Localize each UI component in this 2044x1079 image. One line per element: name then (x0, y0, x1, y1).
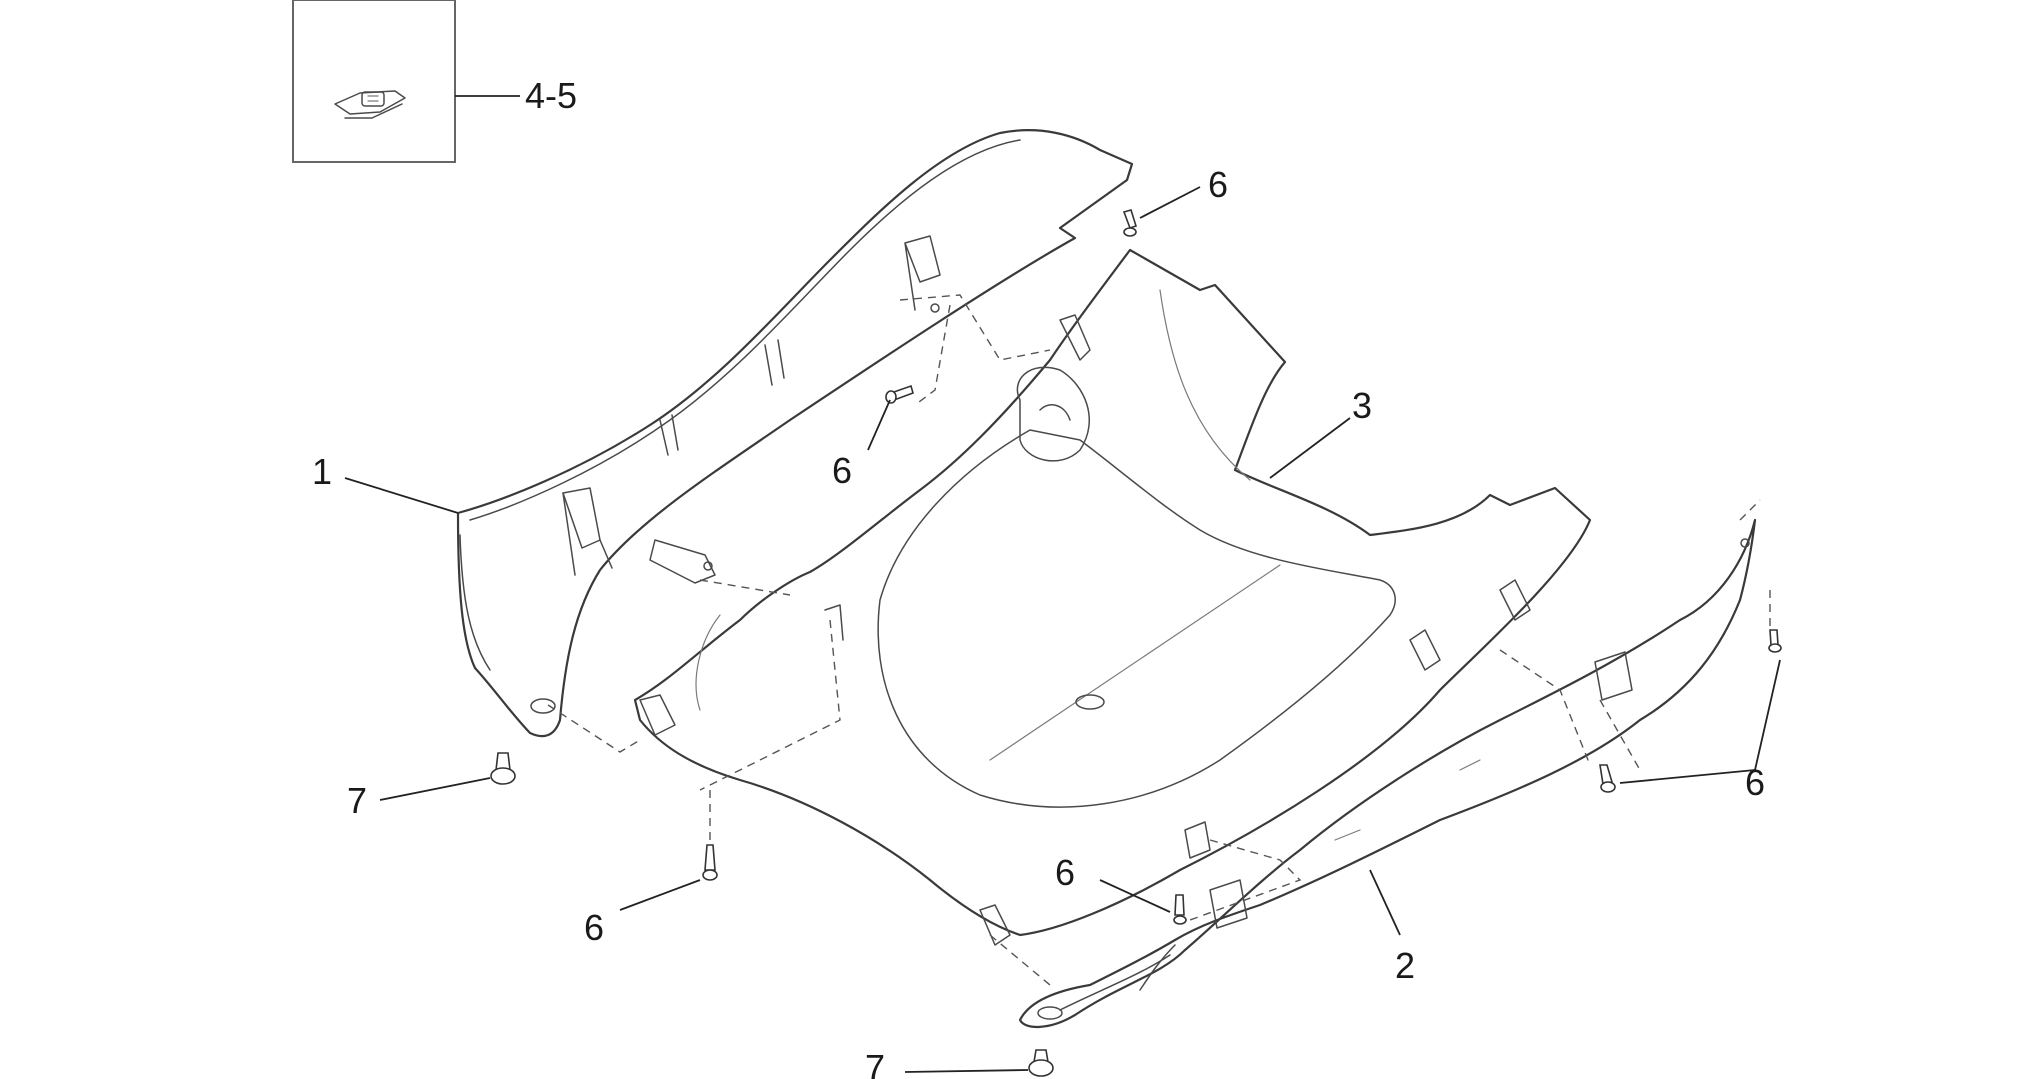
clip-nut-icon (334, 90, 406, 119)
callout-labels: 1 3 2 6 6 6 6 6 7 7 (312, 164, 1765, 1079)
callout-6-top: 6 (1208, 164, 1228, 205)
screw-icon-6-right-b (1768, 629, 1782, 653)
push-rivet-icon-7-left (490, 752, 516, 785)
screw-icon-6-top (1122, 209, 1137, 237)
screw-icon-6-lower-left (702, 844, 718, 881)
callout-7-left: 7 (347, 780, 367, 821)
callout-7-bottom: 7 (865, 1047, 885, 1079)
assembly-guide-lines (547, 294, 1771, 986)
push-rivet-icon-7-bottom (1028, 1049, 1054, 1077)
callout-2: 2 (1395, 945, 1415, 986)
part-2-right-side-panel (1018, 518, 1757, 1029)
callout-1: 1 (312, 451, 332, 492)
leader-lines (344, 186, 1781, 1073)
screw-icon-6-mid (885, 384, 914, 404)
callout-4-5: 4-5 (525, 75, 577, 116)
screw-icon-6-right-a (1599, 764, 1616, 793)
callout-6-lower-center: 6 (1055, 852, 1075, 893)
part-3-center-panel (633, 248, 1592, 946)
part-1-left-side-panel (456, 129, 1134, 738)
callout-6-lower-left: 6 (584, 907, 604, 948)
callout-3: 3 (1352, 385, 1372, 426)
callout-6-mid: 6 (832, 450, 852, 491)
detail-inset-clip: 4-5 (292, 0, 577, 163)
fasteners (490, 209, 1782, 1077)
screw-icon-6-lower-center (1173, 894, 1187, 925)
callout-6-right: 6 (1745, 762, 1765, 803)
